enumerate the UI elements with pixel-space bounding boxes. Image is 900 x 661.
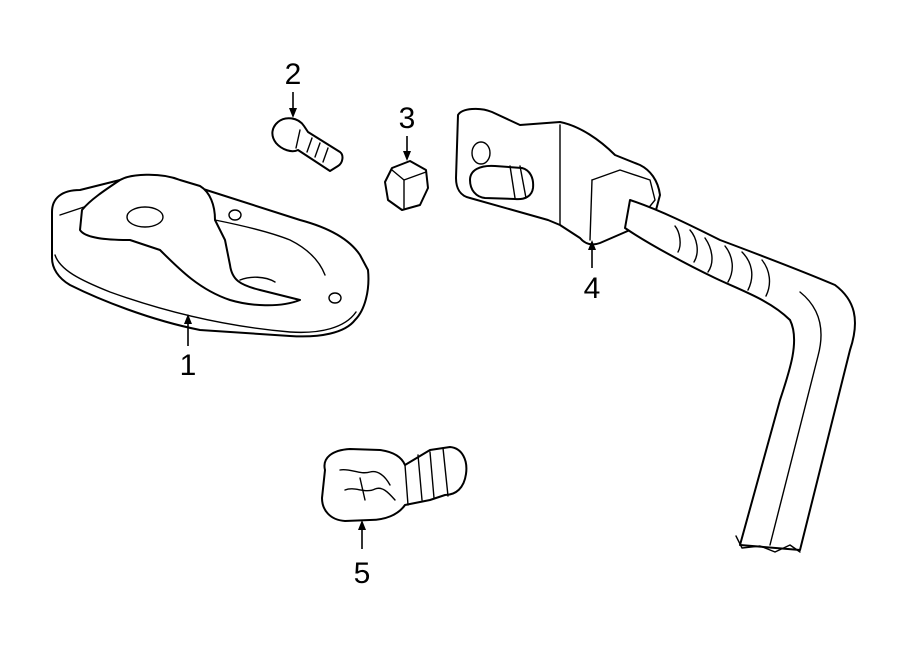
part-5-bulb[interactable] [321, 446, 468, 522]
callout-3: 3 [399, 102, 416, 161]
callout-5: 5 [354, 520, 371, 590]
callout-label-5: 5 [354, 557, 371, 590]
callout-1: 1 [180, 314, 197, 382]
part-2-screw[interactable] [271, 117, 344, 172]
callout-label-1: 1 [180, 349, 197, 382]
part-1-lamp-housing[interactable] [51, 173, 370, 338]
callout-label-2: 2 [285, 58, 302, 91]
callout-label-3: 3 [399, 102, 416, 135]
part-3-nut[interactable] [384, 160, 429, 211]
part-4-socket-harness[interactable] [455, 107, 856, 553]
callout-2: 2 [285, 58, 302, 118]
callout-4: 4 [584, 240, 601, 305]
callout-label-4: 4 [584, 272, 601, 305]
